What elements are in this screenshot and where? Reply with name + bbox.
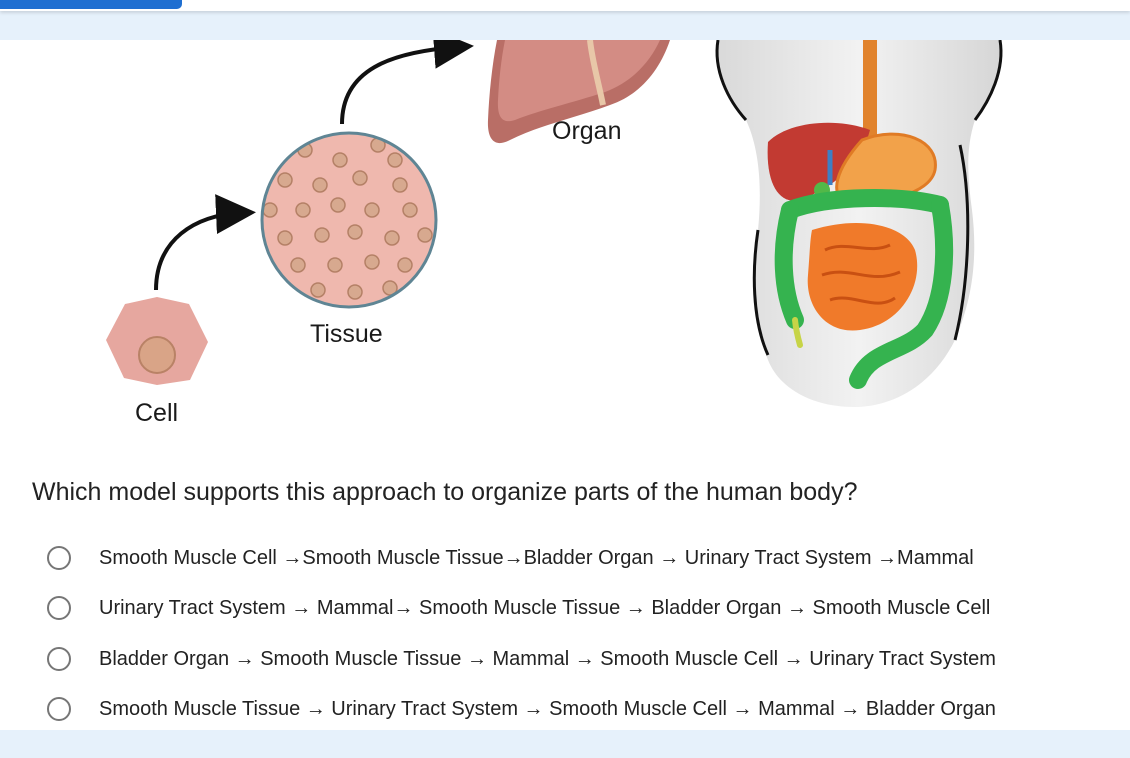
answer-option-label[interactable]: Bladder Organ → Smooth Muscle Tissue → M… — [99, 647, 996, 670]
answer-option-2[interactable]: Urinary Tract System → Mammal→ Smooth Mu… — [47, 592, 1117, 624]
figure-illustration — [106, 28, 1003, 408]
cell-label: Cell — [135, 399, 179, 427]
answer-option-3[interactable]: Bladder Organ → Smooth Muscle Tissue → M… — [47, 643, 1117, 675]
cell-icon — [106, 297, 208, 385]
radio-button[interactable] — [47, 546, 71, 570]
answer-option-1[interactable]: Smooth Muscle Cell →Smooth Muscle Tissue… — [47, 542, 1117, 574]
top-bar — [0, 0, 1130, 11]
digestive-system-icon — [715, 33, 1003, 408]
answer-option-label[interactable]: Smooth Muscle Tissue → Urinary Tract Sys… — [99, 697, 996, 720]
top-band — [0, 11, 1130, 40]
organ-label: Organ — [552, 117, 622, 145]
active-tab-indicator[interactable] — [0, 0, 182, 9]
organ-liver-icon — [487, 39, 670, 144]
radio-button[interactable] — [47, 697, 71, 721]
bottom-band — [0, 730, 1130, 758]
answer-option-4[interactable]: Smooth Muscle Tissue → Urinary Tract Sys… — [47, 693, 1117, 725]
answer-option-label[interactable]: Smooth Muscle Cell →Smooth Muscle Tissue… — [99, 546, 974, 569]
tissue-icon — [260, 131, 438, 309]
tissue-label: Tissue — [310, 320, 383, 348]
question-text: Which model supports this approach to or… — [32, 478, 858, 506]
cell-to-tissue-arrow — [154, 194, 256, 291]
tissue-to-organ-arrow — [340, 28, 474, 125]
body-organization-figure: Cell Tissue Organ — [106, 28, 1003, 427]
radio-button[interactable] — [47, 596, 71, 620]
radio-button[interactable] — [47, 647, 71, 671]
answer-option-label[interactable]: Urinary Tract System → Mammal→ Smooth Mu… — [99, 596, 991, 619]
